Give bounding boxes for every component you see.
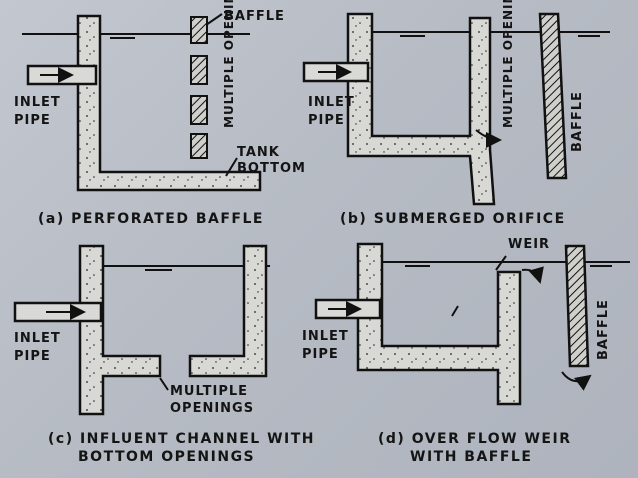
leader-line (205, 13, 223, 26)
inlet-label: INLET (302, 329, 349, 344)
channel-wall-left (78, 244, 162, 416)
pipe-label: PIPE (14, 113, 51, 128)
baffle-segment (190, 55, 208, 85)
tank-bottom-label: BOTTOM (237, 161, 306, 176)
leader-line (225, 157, 238, 177)
panel-d-overflow-weir: WEIR INLET PIPE BAFFLE (d) OVER FLOW WEI… (302, 237, 630, 465)
baffle-label: BAFFLE (570, 91, 585, 152)
caption-c: (c) INFLUENT CHANNEL WITH (48, 431, 315, 447)
multiple-openings-label: MULTIPLE OPENINGS (222, 0, 236, 128)
flow-arrow (475, 129, 502, 148)
inlet-label: INLET (308, 95, 355, 110)
baffle-segment (190, 95, 208, 125)
inlet-label: INLET (14, 95, 61, 110)
multiple-openings-label: MULTIPLE (170, 384, 248, 399)
pipe-label: PIPE (308, 113, 345, 128)
caption-d: WITH BAFFLE (410, 449, 532, 465)
underflow-arrow (561, 371, 592, 391)
panel-c-influent-channel: INLET PIPE MULTIPLE OPENINGS (c) INFLUEN… (13, 244, 315, 465)
baffle (564, 244, 590, 368)
leader-line (495, 255, 507, 271)
multiple-openings-label: OPENINGS (170, 401, 254, 416)
overflow-arrow (521, 266, 544, 284)
caption-d: (d) OVER FLOW WEIR (378, 431, 571, 447)
tank-wall-l-shape (76, 14, 262, 192)
baffle-segment (190, 133, 208, 159)
baffle-label: BAFFLE (224, 9, 285, 24)
inlet-label: INLET (14, 331, 61, 346)
tank-bottom-label: TANK (237, 145, 280, 160)
flow-arrow (451, 305, 459, 317)
channel-wall-right (188, 244, 268, 378)
baffle-segment (190, 16, 208, 44)
caption-c: BOTTOM OPENINGS (78, 449, 255, 465)
pipe-label: PIPE (14, 349, 51, 364)
multiple-openings-label: MULTIPLE OPENINGS (501, 0, 515, 128)
tank-wall-weir (356, 242, 522, 406)
baffle-label: BAFFLE (596, 299, 611, 360)
panel-b-submerged-orifice: MULTIPLE OPENINGS BAFFLE INLET PIPE (b) … (302, 0, 610, 227)
caption-b: (b) SUBMERGED ORIFICE (340, 211, 566, 227)
panel-a-perforated-baffle: BAFFLE MULTIPLE OPENINGS INLET PIPE TANK… (14, 0, 306, 227)
caption-a: (a) PERFORATED BAFFLE (38, 211, 264, 227)
weir-label: WEIR (508, 237, 550, 252)
tank-wall-l-shape (346, 12, 496, 206)
baffle (538, 12, 568, 180)
leader-line (159, 377, 169, 391)
pipe-label: PIPE (302, 347, 339, 362)
